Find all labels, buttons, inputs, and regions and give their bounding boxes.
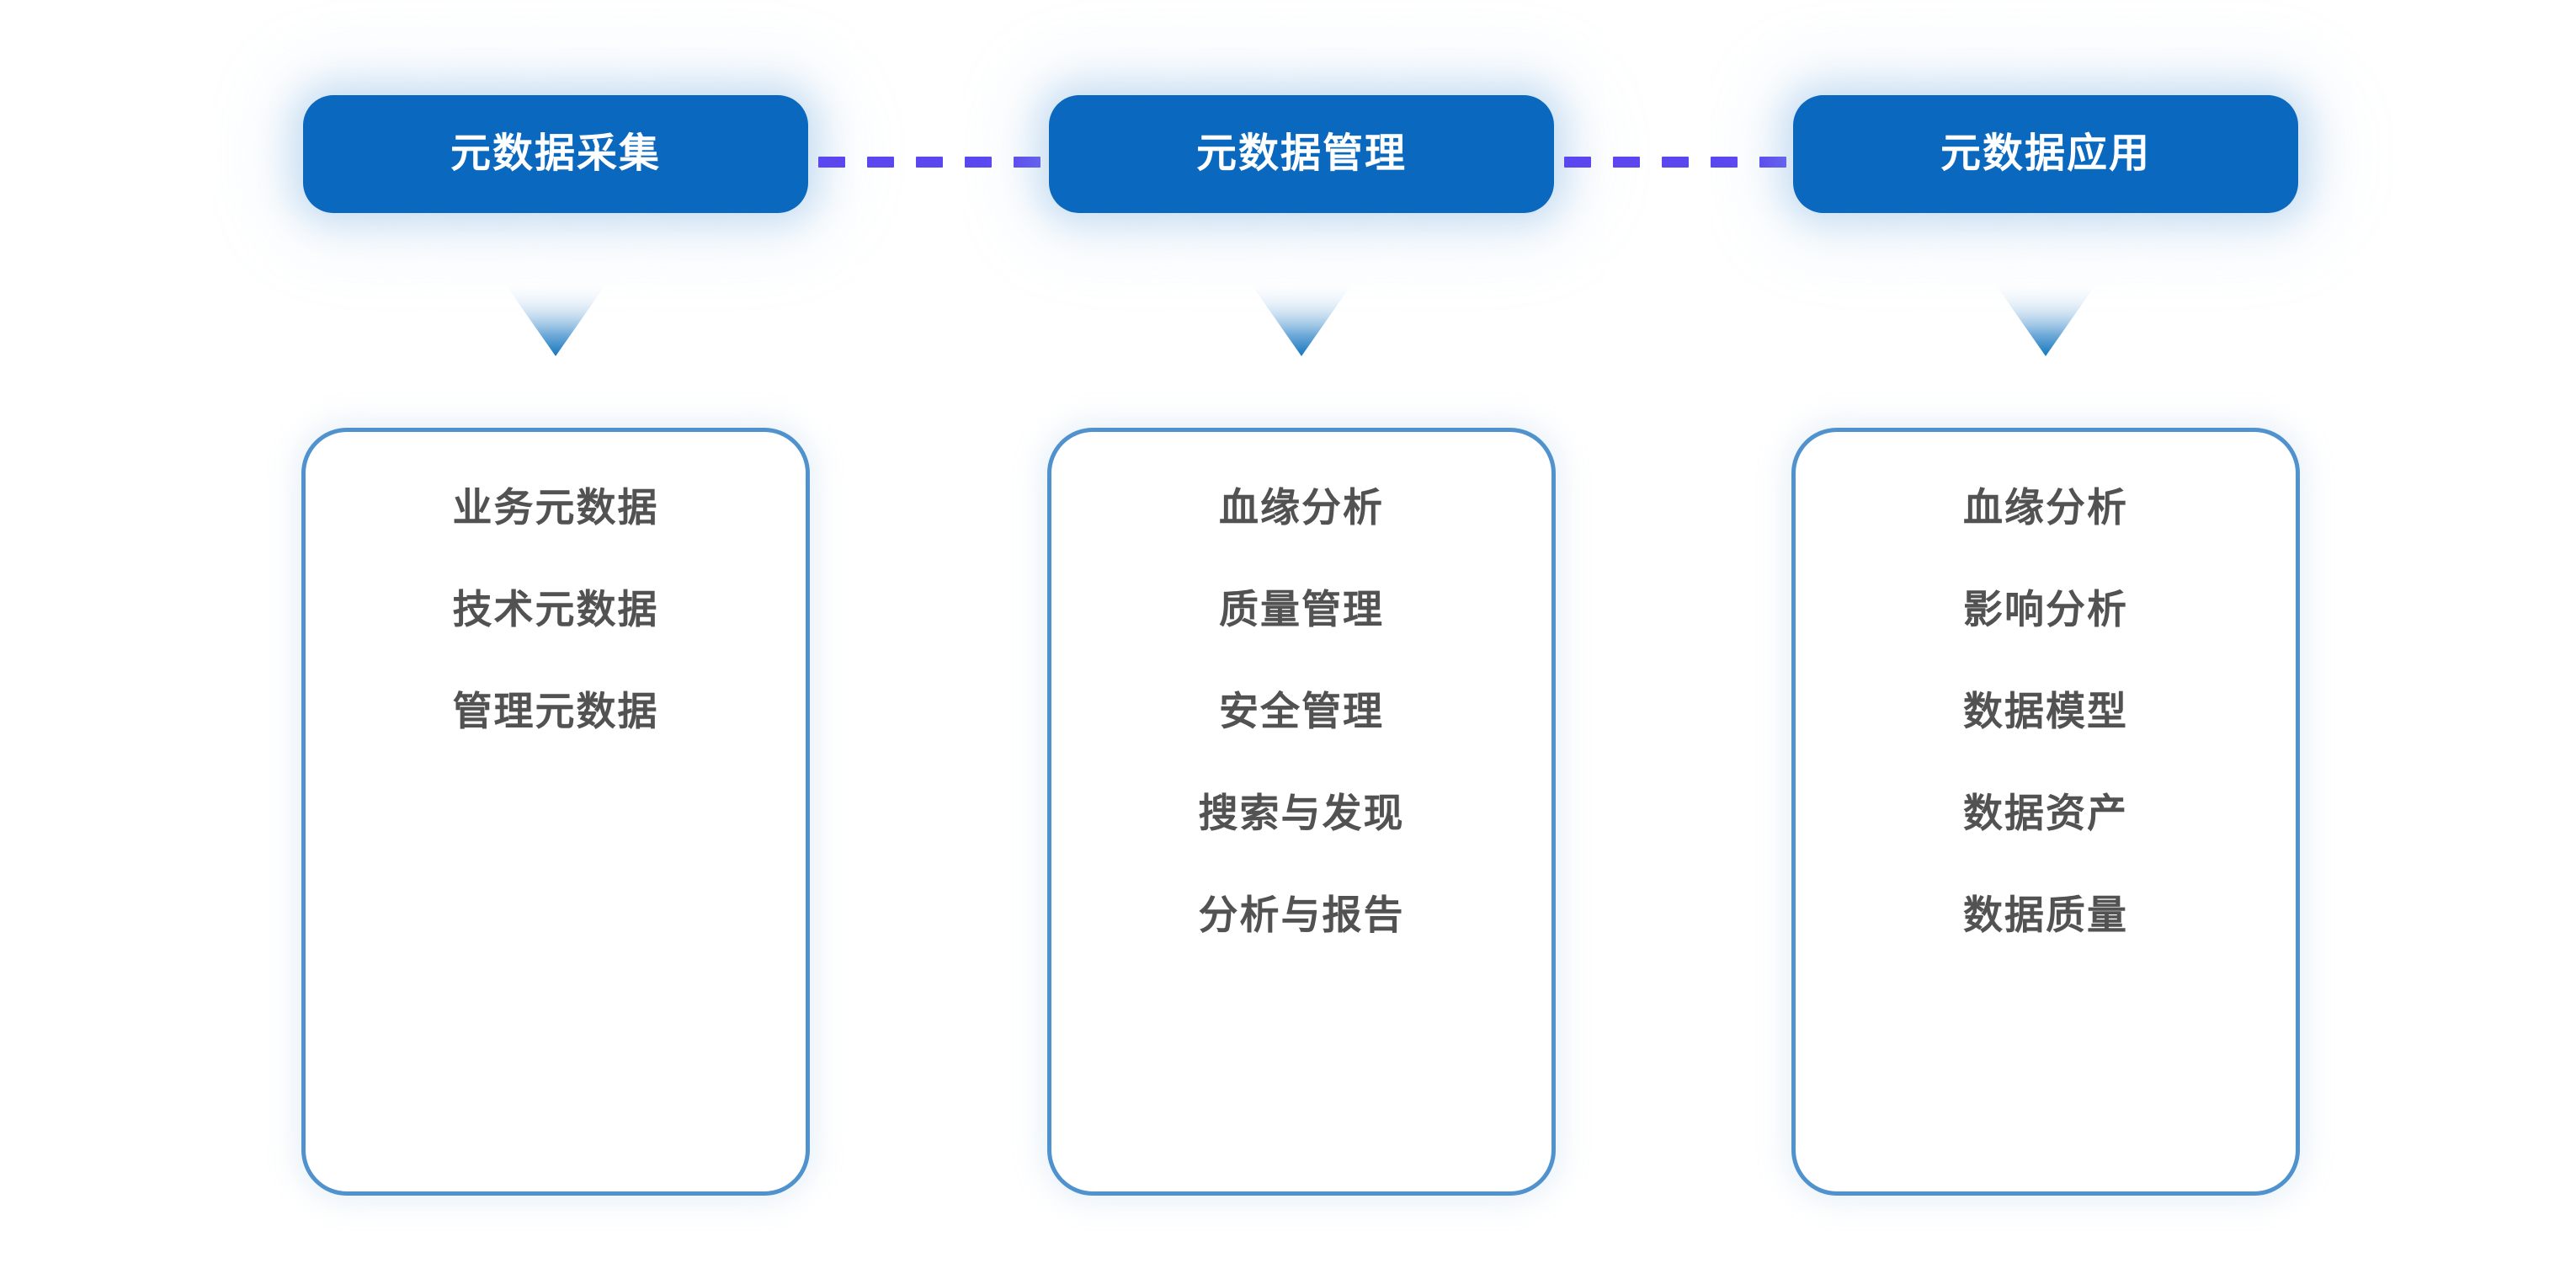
list-item[interactable]: 血缘分析 xyxy=(1219,485,1384,530)
connector-stage1-to-stage2 xyxy=(818,155,1041,168)
stage-card-1-item-list: 业务元数据 技术元数据 管理元数据 xyxy=(306,488,806,731)
stage-header-label: 元数据采集 xyxy=(450,131,661,176)
dash-segment xyxy=(916,156,943,168)
stage-header-metadata-application[interactable]: 元数据应用 xyxy=(1793,95,2298,213)
stage-header-metadata-collection[interactable]: 元数据采集 xyxy=(303,95,808,213)
stage-card-3-item-list: 血缘分析 影响分析 数据模型 数据资产 数据质量 xyxy=(1796,488,2296,935)
arrow-container-3 xyxy=(1791,280,2300,358)
arrow-container-1 xyxy=(301,280,810,358)
list-item[interactable]: 数据质量 xyxy=(1963,893,2128,937)
list-item[interactable]: 安全管理 xyxy=(1219,689,1384,733)
list-item[interactable]: 业务元数据 xyxy=(452,485,659,530)
dash-segment xyxy=(1711,156,1738,168)
list-item[interactable]: 分析与报告 xyxy=(1198,893,1405,937)
dash-segment xyxy=(1564,156,1591,168)
stage-card-2-item-list: 血缘分析 质量管理 安全管理 搜索与发现 分析与报告 xyxy=(1051,488,1551,935)
dash-segment xyxy=(818,156,845,168)
list-item[interactable]: 管理元数据 xyxy=(452,689,659,733)
stage-card-3: 血缘分析 影响分析 数据模型 数据资产 数据质量 xyxy=(1791,428,2300,1196)
dash-segment xyxy=(1759,156,1786,168)
stage-card-2: 血缘分析 质量管理 安全管理 搜索与发现 分析与报告 xyxy=(1047,428,1556,1196)
list-item[interactable]: 搜索与发现 xyxy=(1198,791,1405,835)
list-item[interactable]: 影响分析 xyxy=(1963,587,2128,632)
list-item[interactable]: 数据资产 xyxy=(1963,791,2128,835)
stage-header-metadata-management[interactable]: 元数据管理 xyxy=(1049,95,1554,213)
down-triangle-icon xyxy=(1248,280,1355,356)
pipeline-stage-column-1: 元数据采集 业务元数据 技术元数据 管理元数据 xyxy=(301,0,810,1263)
stage-card-1: 业务元数据 技术元数据 管理元数据 xyxy=(301,428,810,1196)
connector-stage2-to-stage3 xyxy=(1564,155,1786,168)
dash-segment xyxy=(867,156,894,168)
pipeline-stage-column-3: 元数据应用 血缘分析 影响分析 数据模型 数据资 xyxy=(1791,0,2300,1263)
dash-segment xyxy=(965,156,992,168)
list-item[interactable]: 血缘分析 xyxy=(1963,485,2128,530)
down-triangle-icon xyxy=(1993,280,2099,356)
list-item[interactable]: 数据模型 xyxy=(1963,689,2128,733)
dash-segment xyxy=(1613,156,1640,168)
pipeline-stage-column-2: 元数据管理 血缘分析 质量管理 安全管理 搜索与 xyxy=(1047,0,1556,1263)
dash-segment xyxy=(1662,156,1689,168)
arrow-container-2 xyxy=(1047,280,1556,358)
list-item[interactable]: 技术元数据 xyxy=(452,587,659,632)
list-item[interactable]: 质量管理 xyxy=(1219,587,1384,632)
stage-header-label: 元数据应用 xyxy=(1940,131,2151,176)
down-triangle-icon xyxy=(503,280,609,356)
stage-header-label: 元数据管理 xyxy=(1195,131,1407,176)
dash-segment xyxy=(1014,156,1041,168)
